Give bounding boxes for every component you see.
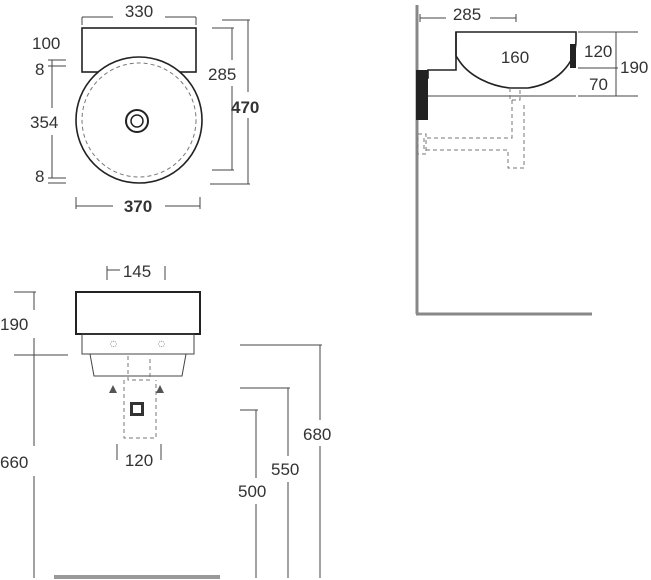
waste-outlet <box>509 88 521 101</box>
dim-label-70: 70 <box>589 75 608 94</box>
dim-label-500: 500 <box>238 482 266 501</box>
dim-label-285-side: 285 <box>453 5 481 24</box>
dim-label-470: 470 <box>231 98 259 117</box>
valve-left-icon <box>109 385 117 393</box>
dim-label-550: 550 <box>271 460 299 479</box>
dim-label-145: 145 <box>123 262 151 281</box>
dim-label-190: 190 <box>620 58 648 77</box>
fixing-mark-left: ◌ <box>110 339 117 348</box>
front-view: 145 ◌ ◌ 120 190 660 680 <box>0 262 331 579</box>
dim-label-8-bottom: 8 <box>35 167 44 186</box>
drain-outer <box>125 109 149 133</box>
dim-label-120: 120 <box>584 42 612 61</box>
basin-front <box>75 291 201 335</box>
drain-inner <box>130 114 144 128</box>
dim-label-660: 660 <box>0 453 28 472</box>
basin-bowl <box>75 56 203 184</box>
waste-pipe-top <box>127 356 151 381</box>
wall-mount <box>416 70 428 120</box>
dim-label-354: 354 <box>30 113 58 132</box>
basin-lower <box>81 333 195 355</box>
dim-label-120-front: 120 <box>125 451 153 470</box>
basin-inner-edge <box>81 62 197 178</box>
rim-edge <box>570 44 576 68</box>
dim-label-100: 100 <box>32 34 60 53</box>
dim-label-680: 680 <box>303 425 331 444</box>
dim-label-330: 330 <box>125 2 153 21</box>
dim-label-285: 285 <box>208 65 236 84</box>
fixing-mark-right: ◌ <box>158 339 165 348</box>
dim-label-8-top: 8 <box>35 60 44 79</box>
dim-label-370: 370 <box>124 197 152 216</box>
top-view: 330 100 8 354 8 285 470 <box>30 2 259 216</box>
basin-foot <box>89 353 187 377</box>
waste-pipe-body <box>123 380 157 439</box>
dim-label-190-front: 190 <box>0 315 28 334</box>
wall-pipe <box>417 133 427 155</box>
side-view: 285 160 120 70 190 <box>415 5 648 316</box>
dim-label-160: 160 <box>501 48 529 67</box>
valve-right-icon <box>156 385 164 393</box>
trap-fitting-inner <box>133 405 141 413</box>
trap-pipe <box>423 100 525 169</box>
